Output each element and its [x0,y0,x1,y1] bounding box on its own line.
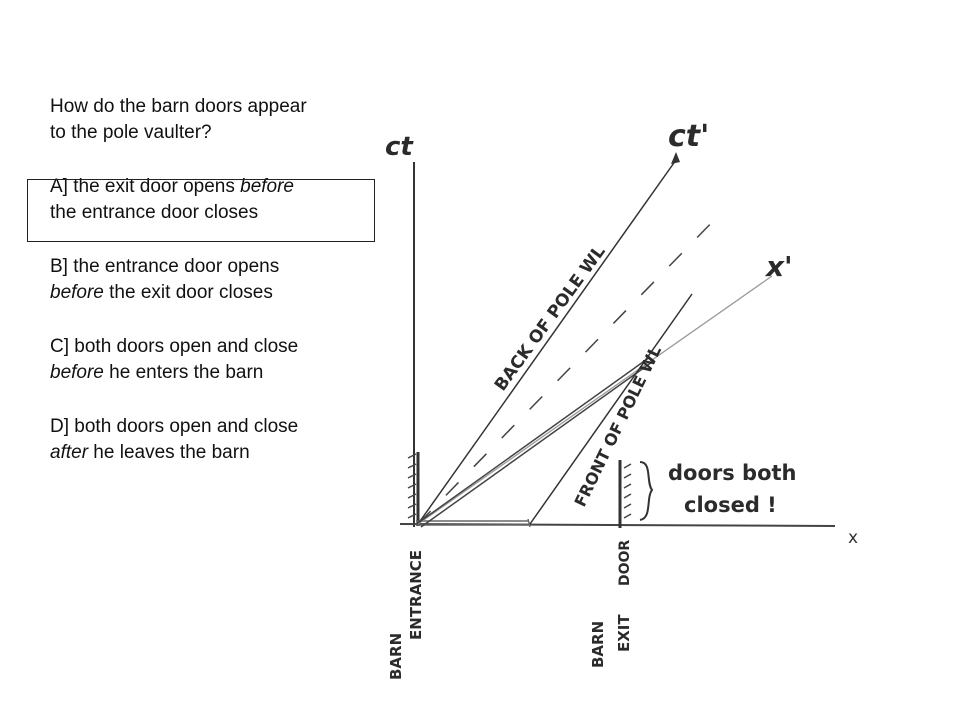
x-axis-label: x [848,528,858,548]
answer-d-line-2: he leaves the barn [88,442,250,463]
back-of-pole-worldline [417,159,677,525]
ct-prime-axis-label: ct' [668,119,709,154]
answer-a-highlight-box [27,179,375,242]
exit-door-label: DOOR [617,540,633,586]
barn-entrance-door [407,452,420,526]
answer-a-emphasis: before [240,176,294,197]
pole-moving-frame [417,356,653,528]
answer-c-letter: C] [50,336,69,357]
answer-a[interactable]: A] the exit door opens before the entran… [50,174,380,226]
question-line-2: to the pole vaulter? [50,122,212,143]
barn-entrance-label-line-2: ENTRANCE [407,550,425,640]
question-text: How do the barn doors appear to the pole… [50,94,380,146]
answer-d-emphasis: after [50,442,89,463]
answer-a-letter: A] [50,176,68,197]
answer-a-line-2: the entrance door closes [50,202,259,223]
back-of-pole-label: BACK OF POLE WL [491,242,610,395]
barn-exit-label-line-2: EXIT [615,614,633,652]
ct-axis-label: ct [385,132,414,162]
answer-b[interactable]: B] the entrance door opens before the ex… [50,254,380,306]
light-line-dashed [417,211,723,525]
pole-rest-frame [416,518,531,528]
answer-c-line-2: he enters the barn [103,362,264,383]
answer-a-text: the exit door opens [73,176,241,197]
x-prime-axis [417,275,773,525]
answer-b-letter: B] [50,256,68,277]
answer-b-line-2: the exit door closes [103,282,273,303]
answer-d-text: both doors open and close [74,416,299,437]
question-line-1: How do the barn doors appear [50,96,307,117]
barn-entrance-label-line-1: BARN [387,633,405,680]
doors-closed-brace-icon [639,461,654,521]
answer-c-emphasis: before [50,362,104,383]
barn-exit-label-line-1: BARN [589,621,607,668]
doors-note-line-1: doors both [668,461,797,485]
doors-note-line-2: closed ! [684,493,777,517]
answer-c-text: both doors open and close [74,336,299,357]
answer-b-emphasis: before [50,282,104,303]
x-prime-axis-label: x' [764,250,793,283]
ct-prime-arrow-icon [671,152,680,164]
question-panel: How do the barn doors appear to the pole… [50,94,380,494]
answer-c[interactable]: C] both doors open and close before he e… [50,334,380,386]
answer-d-letter: D] [50,416,69,437]
answer-d[interactable]: D] both doors open and close after he le… [50,414,380,466]
answer-b-text: the entrance door opens [73,256,280,277]
barn-exit-door [618,460,632,528]
front-of-pole-worldline [529,293,693,525]
